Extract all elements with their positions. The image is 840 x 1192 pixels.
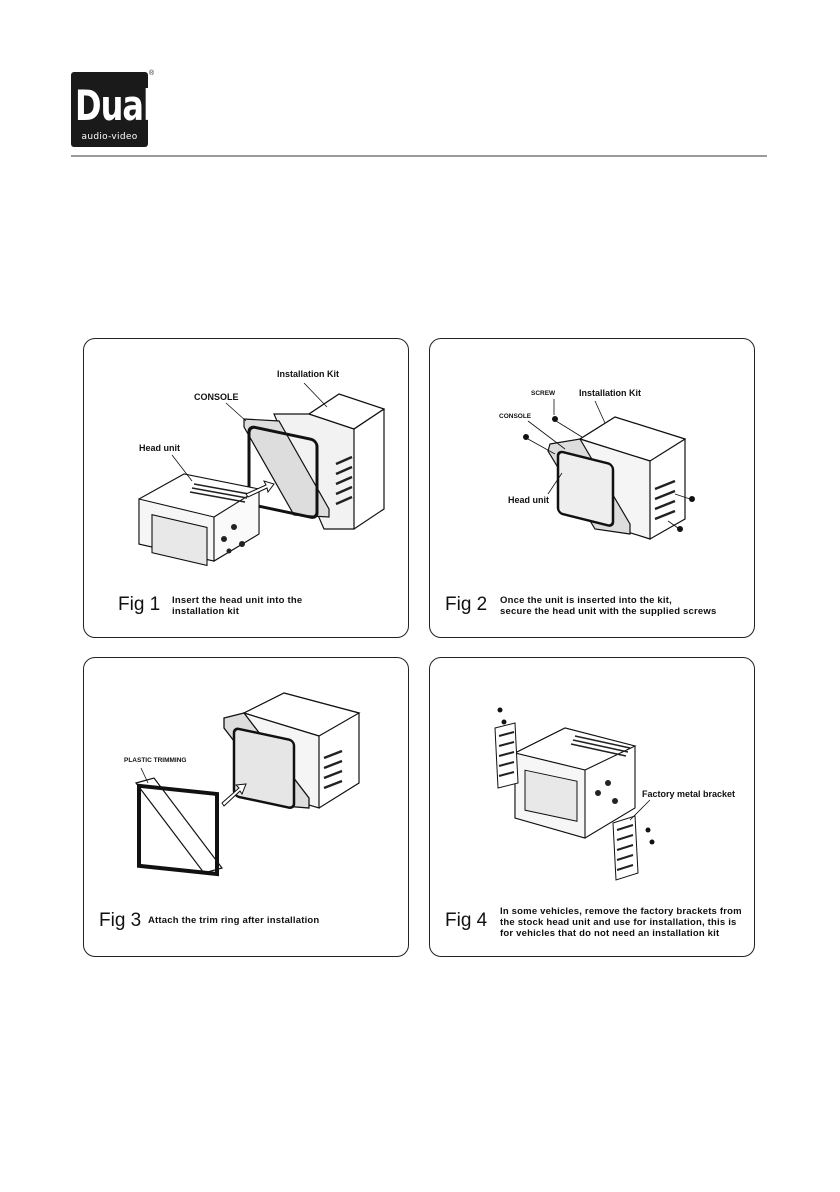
fig1-caption-line1: Insert the head unit into the (172, 595, 303, 606)
fig1-label: Fig 1 (118, 594, 161, 615)
figure-2-panel: SCREW Installation Kit CONSOLE Head unit… (429, 338, 755, 638)
figure-3-panel: PLASTIC TRIMMING Fig 3 Attach the trim r… (83, 657, 409, 957)
fig3-label: Fig 3 (99, 910, 142, 931)
fig2-caption-line2: secure the head unit with the supplied s… (500, 606, 717, 617)
registered-mark: ® (149, 70, 155, 77)
fig2-illustration (523, 399, 695, 540)
fig2-callout-screw: SCREW (531, 390, 556, 397)
fig1-callout-head-unit: Head unit (139, 443, 181, 453)
dual-logo: Dual audio-video (71, 72, 154, 147)
fig1-caption: Insert the head unit into the installati… (172, 595, 302, 617)
fig4-caption-line1: In some vehicles, remove the factory bra… (500, 906, 742, 917)
fig1-illustration (138, 382, 386, 567)
fig1-caption-line2: installation kit (172, 606, 240, 617)
fig4-caption-line2: the stock head unit and use for installa… (500, 917, 737, 928)
fig3-caption-line1: Attach the trim ring after installation (148, 915, 320, 926)
fig3-callout-trim: PLASTIC TRIMMING (124, 757, 187, 764)
fig3-illustration (134, 692, 361, 877)
fig4-caption-line3: for vehicles that do not need an install… (500, 928, 720, 939)
logo-subtitle: audio-video (81, 132, 138, 142)
figure-1-panel: Installation Kit CONSOLE Head unit Fig 1… (83, 338, 409, 638)
fig2-callout-head-unit: Head unit (508, 495, 550, 505)
fig2-caption: Once the unit is inserted into the kit, … (500, 595, 716, 617)
fig4-callout-bracket: Factory metal bracket (642, 789, 736, 799)
fig2-callout-kit: Installation Kit (579, 388, 642, 398)
fig3-caption: Attach the trim ring after installation (148, 915, 319, 926)
fig4-illustration (494, 707, 655, 881)
fig1-callout-kit: Installation Kit (277, 369, 340, 379)
fig2-callout-console: CONSOLE (499, 413, 532, 420)
fig2-label: Fig 2 (445, 594, 488, 615)
fig4-caption: In some vehicles, remove the factory bra… (500, 906, 742, 939)
fig1-callout-console: CONSOLE (194, 392, 239, 402)
logo-wordmark: Dual (75, 81, 154, 131)
figure-4-panel: Factory metal bracket Fig 4 In some vehi… (429, 657, 755, 957)
fig4-label: Fig 4 (445, 910, 488, 931)
fig2-caption-line1: Once the unit is inserted into the kit, (500, 595, 672, 606)
header-divider (71, 155, 767, 157)
